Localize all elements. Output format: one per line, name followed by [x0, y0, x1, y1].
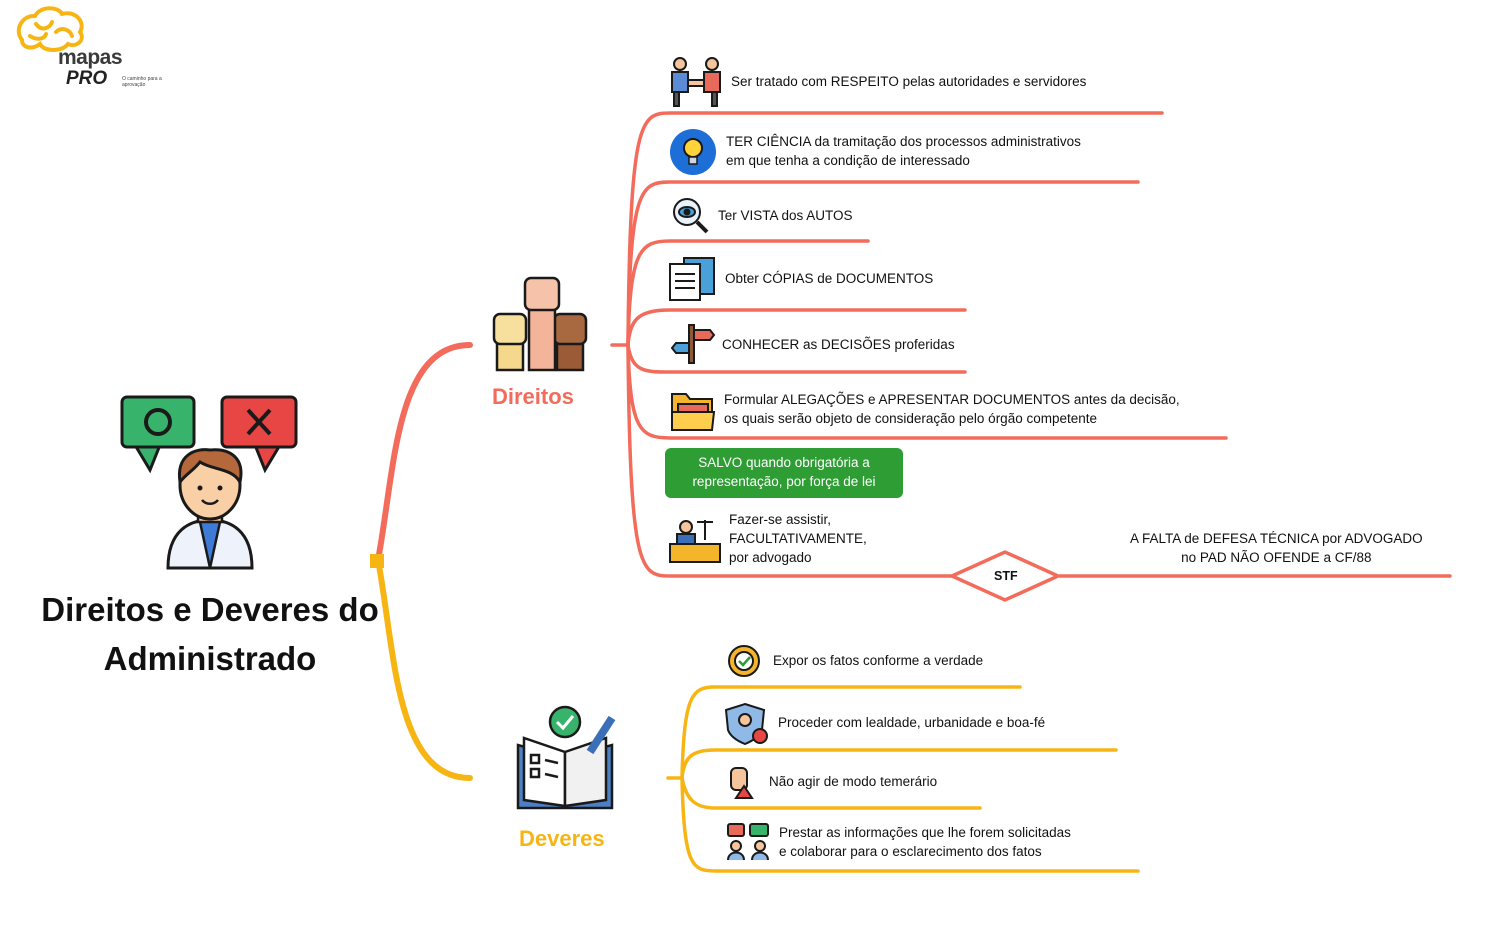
stop-hand-warning-icon [730, 767, 754, 799]
logo-brain-icon [16, 6, 84, 52]
central-node [370, 554, 384, 568]
dever-informacoes: Prestar as informações que lhe forem sol… [779, 825, 1071, 859]
branch-label-direitos: Direitos [492, 384, 574, 409]
connector-direitos [375, 342, 473, 563]
logo-wordmark: mapas [58, 46, 123, 69]
folder-icon [671, 393, 716, 431]
connector-deveres [375, 557, 473, 781]
stf-ruling: A FALTA de DEFESA TÉCNICA por ADVOGADO n… [1130, 531, 1423, 565]
direito-alegacoes: Formular ALEGAÇÕES e APRESENTAR DOCUMENT… [724, 392, 1180, 426]
team-chat-icon [727, 823, 769, 861]
central-title: Direitos e Deveres do Administrado [41, 591, 379, 677]
direito-ciencia: TER CIÊNCIA da tramitação dos processos … [726, 134, 1081, 168]
central-connectors [370, 342, 473, 781]
person-decision-icon [120, 395, 298, 570]
documents-icon [669, 257, 715, 301]
direito-copias: Obter CÓPIAS de DOCUMENTOS [725, 271, 934, 286]
branch-label-deveres: Deveres [519, 826, 605, 851]
deveres-branch-lines [666, 685, 1140, 873]
exception-note: SALVO quando obrigatória a representação… [665, 448, 903, 498]
dever-temerario: Não agir de modo temerário [769, 774, 938, 789]
shield-person-icon [724, 702, 768, 746]
stf-label: STF [994, 569, 1018, 583]
direito-vista: Ter VISTA dos AUTOS [718, 208, 853, 223]
handshake-icon [671, 57, 721, 107]
raised-fists-icon [492, 276, 588, 372]
logo-pro: PRO [66, 68, 108, 89]
direito-decisoes: CONHECER as DECISÕES proferidas [722, 337, 955, 352]
signpost-icon [670, 324, 716, 364]
dever-verdade: Expor os fatos conforme a verdade [773, 653, 984, 668]
dever-lealdade: Proceder com lealdade, urbanidade e boa-… [778, 715, 1046, 730]
direitos-branch-lines [610, 111, 1452, 578]
checklist-book-icon [516, 705, 616, 810]
stf-diamond [947, 550, 1063, 602]
verified-badge-icon [728, 645, 760, 677]
direito-advogado: Fazer-se assistir, FACULTATIVAMENTE, por… [729, 512, 867, 565]
logo-tagline: O caminho para a aprovação [122, 76, 162, 88]
lightbulb-icon [670, 129, 716, 175]
lawyer-icon [669, 520, 721, 563]
direito-respeito: Ser tratado com RESPEITO pelas autoridad… [731, 74, 1087, 89]
magnifier-eye-icon [673, 198, 709, 234]
